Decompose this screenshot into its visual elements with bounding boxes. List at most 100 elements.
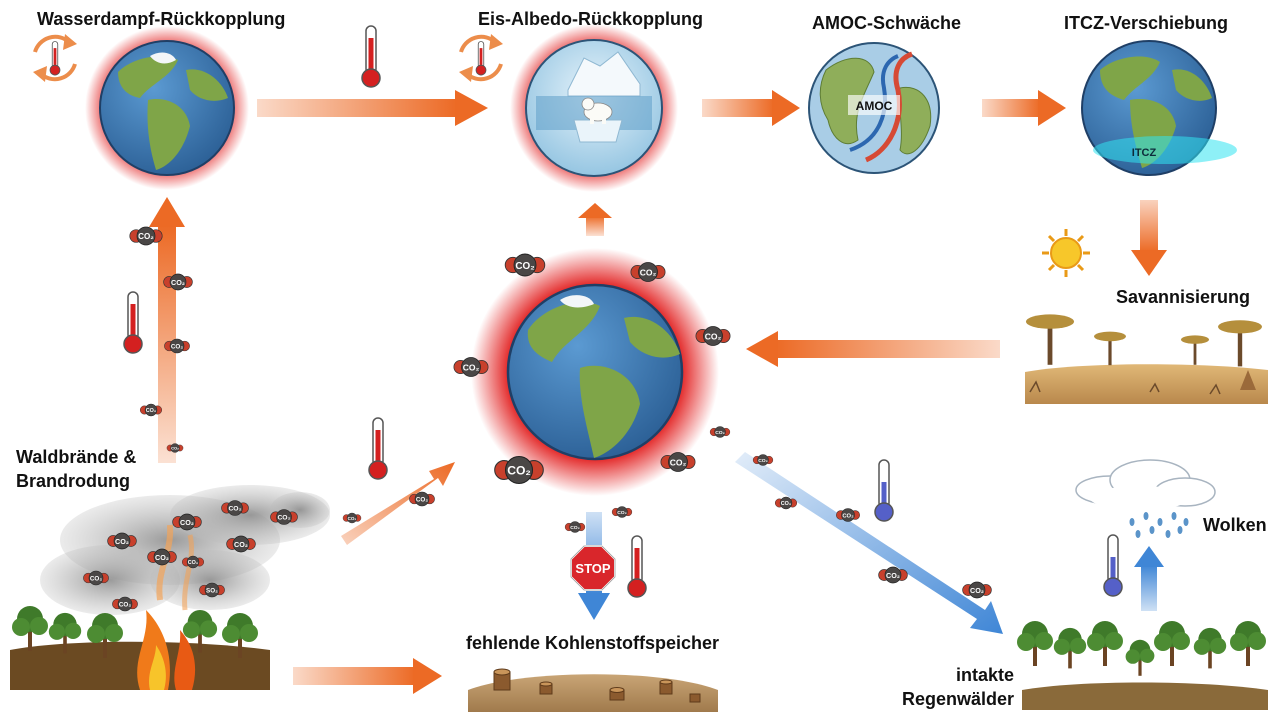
co2-molecule-label: CO₂ — [119, 601, 131, 608]
co2-molecule-label: CO₂ — [570, 525, 580, 531]
co2-molecule-label: CO₂ — [970, 586, 984, 595]
itcz-globe-text: ITCZ — [1132, 147, 1157, 159]
co2-molecule-icon: CO₂ — [163, 273, 193, 291]
label-amoc: AMOC-Schwäche — [812, 13, 962, 33]
rainforest-scene — [1017, 621, 1268, 710]
co2-molecule-icon: CO₂ — [342, 512, 362, 524]
co2-molecule-label: CO₂ — [180, 518, 194, 527]
arrow-savanna-to-earth — [746, 331, 1000, 367]
co2-molecule-label: CO₂ — [171, 343, 183, 350]
co2-molecule-icon: CO₂ — [660, 452, 696, 472]
co2-molecule-label: CO₂ — [348, 516, 357, 521]
co2-molecule-icon: CO₂ — [226, 535, 256, 553]
cloud-icon — [1075, 459, 1216, 510]
co2-molecule-label: CO₂ — [886, 571, 900, 580]
co2-molecule-icon: CO₂ — [221, 500, 249, 516]
co2-molecule-icon: CO₂ — [878, 566, 908, 584]
co2-molecule-label: CO₂ — [515, 261, 534, 272]
label-water-vapor: Wasserdampf-Rückkopplung — [37, 9, 286, 29]
ice-albedo-globe — [510, 24, 678, 192]
label-ice-albedo: Eis-Albedo-Rückkopplung — [478, 9, 703, 29]
co2-molecule-icon: CO₂ — [564, 521, 586, 533]
co2-molecule-icon: CO₂ — [504, 253, 546, 277]
co2-molecule-label: CO₂ — [705, 331, 722, 341]
co2-molecule-label: CO₂ — [90, 575, 102, 582]
co2-molecule-label: CO₂ — [670, 457, 687, 467]
co2-molecule-label: CO₂ — [188, 560, 199, 566]
co2-molecule-icon: CO₂ — [695, 326, 731, 346]
co2-molecule-icon: CO₂ — [270, 509, 298, 525]
arrow-water-to-ice — [257, 90, 488, 126]
label-clouds: Wolken — [1203, 515, 1267, 535]
refresh-cycle-icon-2 — [459, 34, 503, 82]
sun-icon — [1042, 229, 1090, 277]
arrow-earth-to-rainforest — [735, 452, 1003, 634]
co2-molecule-label: CO₂ — [277, 515, 290, 522]
amoc-globe: AMOC — [808, 42, 940, 174]
co2-molecule-icon: CO₂ — [752, 454, 774, 466]
co2-molecule-label: CO₂ — [715, 430, 725, 436]
stop-sign-icon: STOP — [570, 545, 616, 591]
co2-molecule-icon: CO₂ — [166, 443, 184, 453]
co2-molecule-icon: SO₂ — [199, 582, 225, 598]
itcz-globe: ITCZ — [1081, 40, 1237, 176]
co2-molecule-icon: CO₂ — [409, 491, 435, 507]
thermometer-icon-cold — [874, 459, 894, 522]
co2-molecule-icon: CO₂ — [709, 426, 731, 438]
arrow-rainforest-to-clouds — [1134, 546, 1164, 611]
arrow-ice-to-amoc — [702, 90, 800, 126]
stop-sign-text: STOP — [575, 561, 610, 576]
central-earth-globe — [471, 248, 719, 496]
co2-molecule-label: CO₂ — [115, 537, 129, 546]
co2-molecule-label: SO₂ — [206, 587, 218, 594]
thermometer-icon-cold-2 — [1103, 534, 1123, 597]
label-rainforest-2: Regenwälder — [901, 689, 1014, 709]
co2-molecule-icon: CO₂ — [494, 455, 544, 485]
co2-molecule-icon: CO₂ — [83, 570, 109, 586]
co2-molecule-icon: CO₂ — [164, 338, 190, 354]
label-carbon-sinks: fehlende Kohlenstoffspeicher — [466, 633, 720, 653]
co2-molecule-icon: CO₂ — [147, 548, 177, 566]
savanna-scene — [1025, 314, 1268, 404]
arrow-itcz-to-savanna — [1131, 200, 1167, 276]
arrow-earth-to-ice — [578, 203, 612, 236]
co2-molecule-label: CO₂ — [234, 540, 248, 549]
co2-molecule-label: CO₂ — [138, 232, 154, 241]
thermometer-icon-2 — [627, 535, 647, 598]
co2-molecule-icon: CO₂ — [611, 506, 633, 518]
co2-molecule-label: CO₂ — [463, 362, 480, 372]
co2-molecule-icon: CO₂ — [139, 403, 163, 417]
wildfire-scene — [10, 485, 330, 690]
co2-molecule-label: CO₂ — [171, 278, 185, 287]
co2-molecule-icon: CO₂ — [630, 262, 666, 282]
co2-molecule-icon: CO₂ — [172, 513, 202, 531]
co2-molecule-label: CO₂ — [758, 458, 768, 464]
label-wildfires-1: Waldbrände & — [16, 447, 137, 467]
amoc-globe-text: AMOC — [856, 99, 893, 113]
refresh-cycle-icon — [33, 34, 77, 82]
arrow-fires-to-earth — [341, 462, 455, 545]
co2-molecule-icon: CO₂ — [112, 596, 138, 612]
co2-molecule-icon: CO₂ — [107, 532, 137, 550]
co2-molecule-icon: CO₂ — [453, 357, 489, 377]
arrow-amoc-to-itcz — [982, 90, 1066, 126]
rain-icon — [1129, 512, 1189, 538]
co2-molecule-label: CO₂ — [155, 553, 169, 562]
arrow-fires-to-soil — [293, 658, 442, 694]
co2-molecule-label: CO₂ — [416, 496, 428, 503]
co2-molecule-icon: CO₂ — [181, 555, 205, 569]
co2-molecule-label: CO₂ — [146, 408, 157, 414]
label-itcz: ITCZ-Verschiebung — [1064, 13, 1229, 33]
co2-molecule-label: CO₂ — [781, 501, 792, 507]
thermometer-icon-4 — [368, 417, 388, 480]
co2-molecule-label: CO₂ — [617, 510, 627, 516]
label-wildfires-2: Brandrodung — [16, 471, 130, 491]
label-rainforest-1: intakte — [955, 665, 1014, 685]
thermometer-icon — [361, 25, 381, 88]
co2-molecule-label: CO₂ — [640, 267, 657, 277]
water-vapor-globe — [85, 26, 249, 190]
co2-molecules: CO₂ CO₂ CO₂ CO₂ CO₂ CO₂ CO₂ CO₂ CO₂ CO₂ CO₂ CO₂ CO₂ C… — [83, 226, 992, 612]
co2-molecule-label: CO₂ — [507, 464, 531, 478]
co2-molecule-label: CO₂ — [228, 506, 241, 513]
